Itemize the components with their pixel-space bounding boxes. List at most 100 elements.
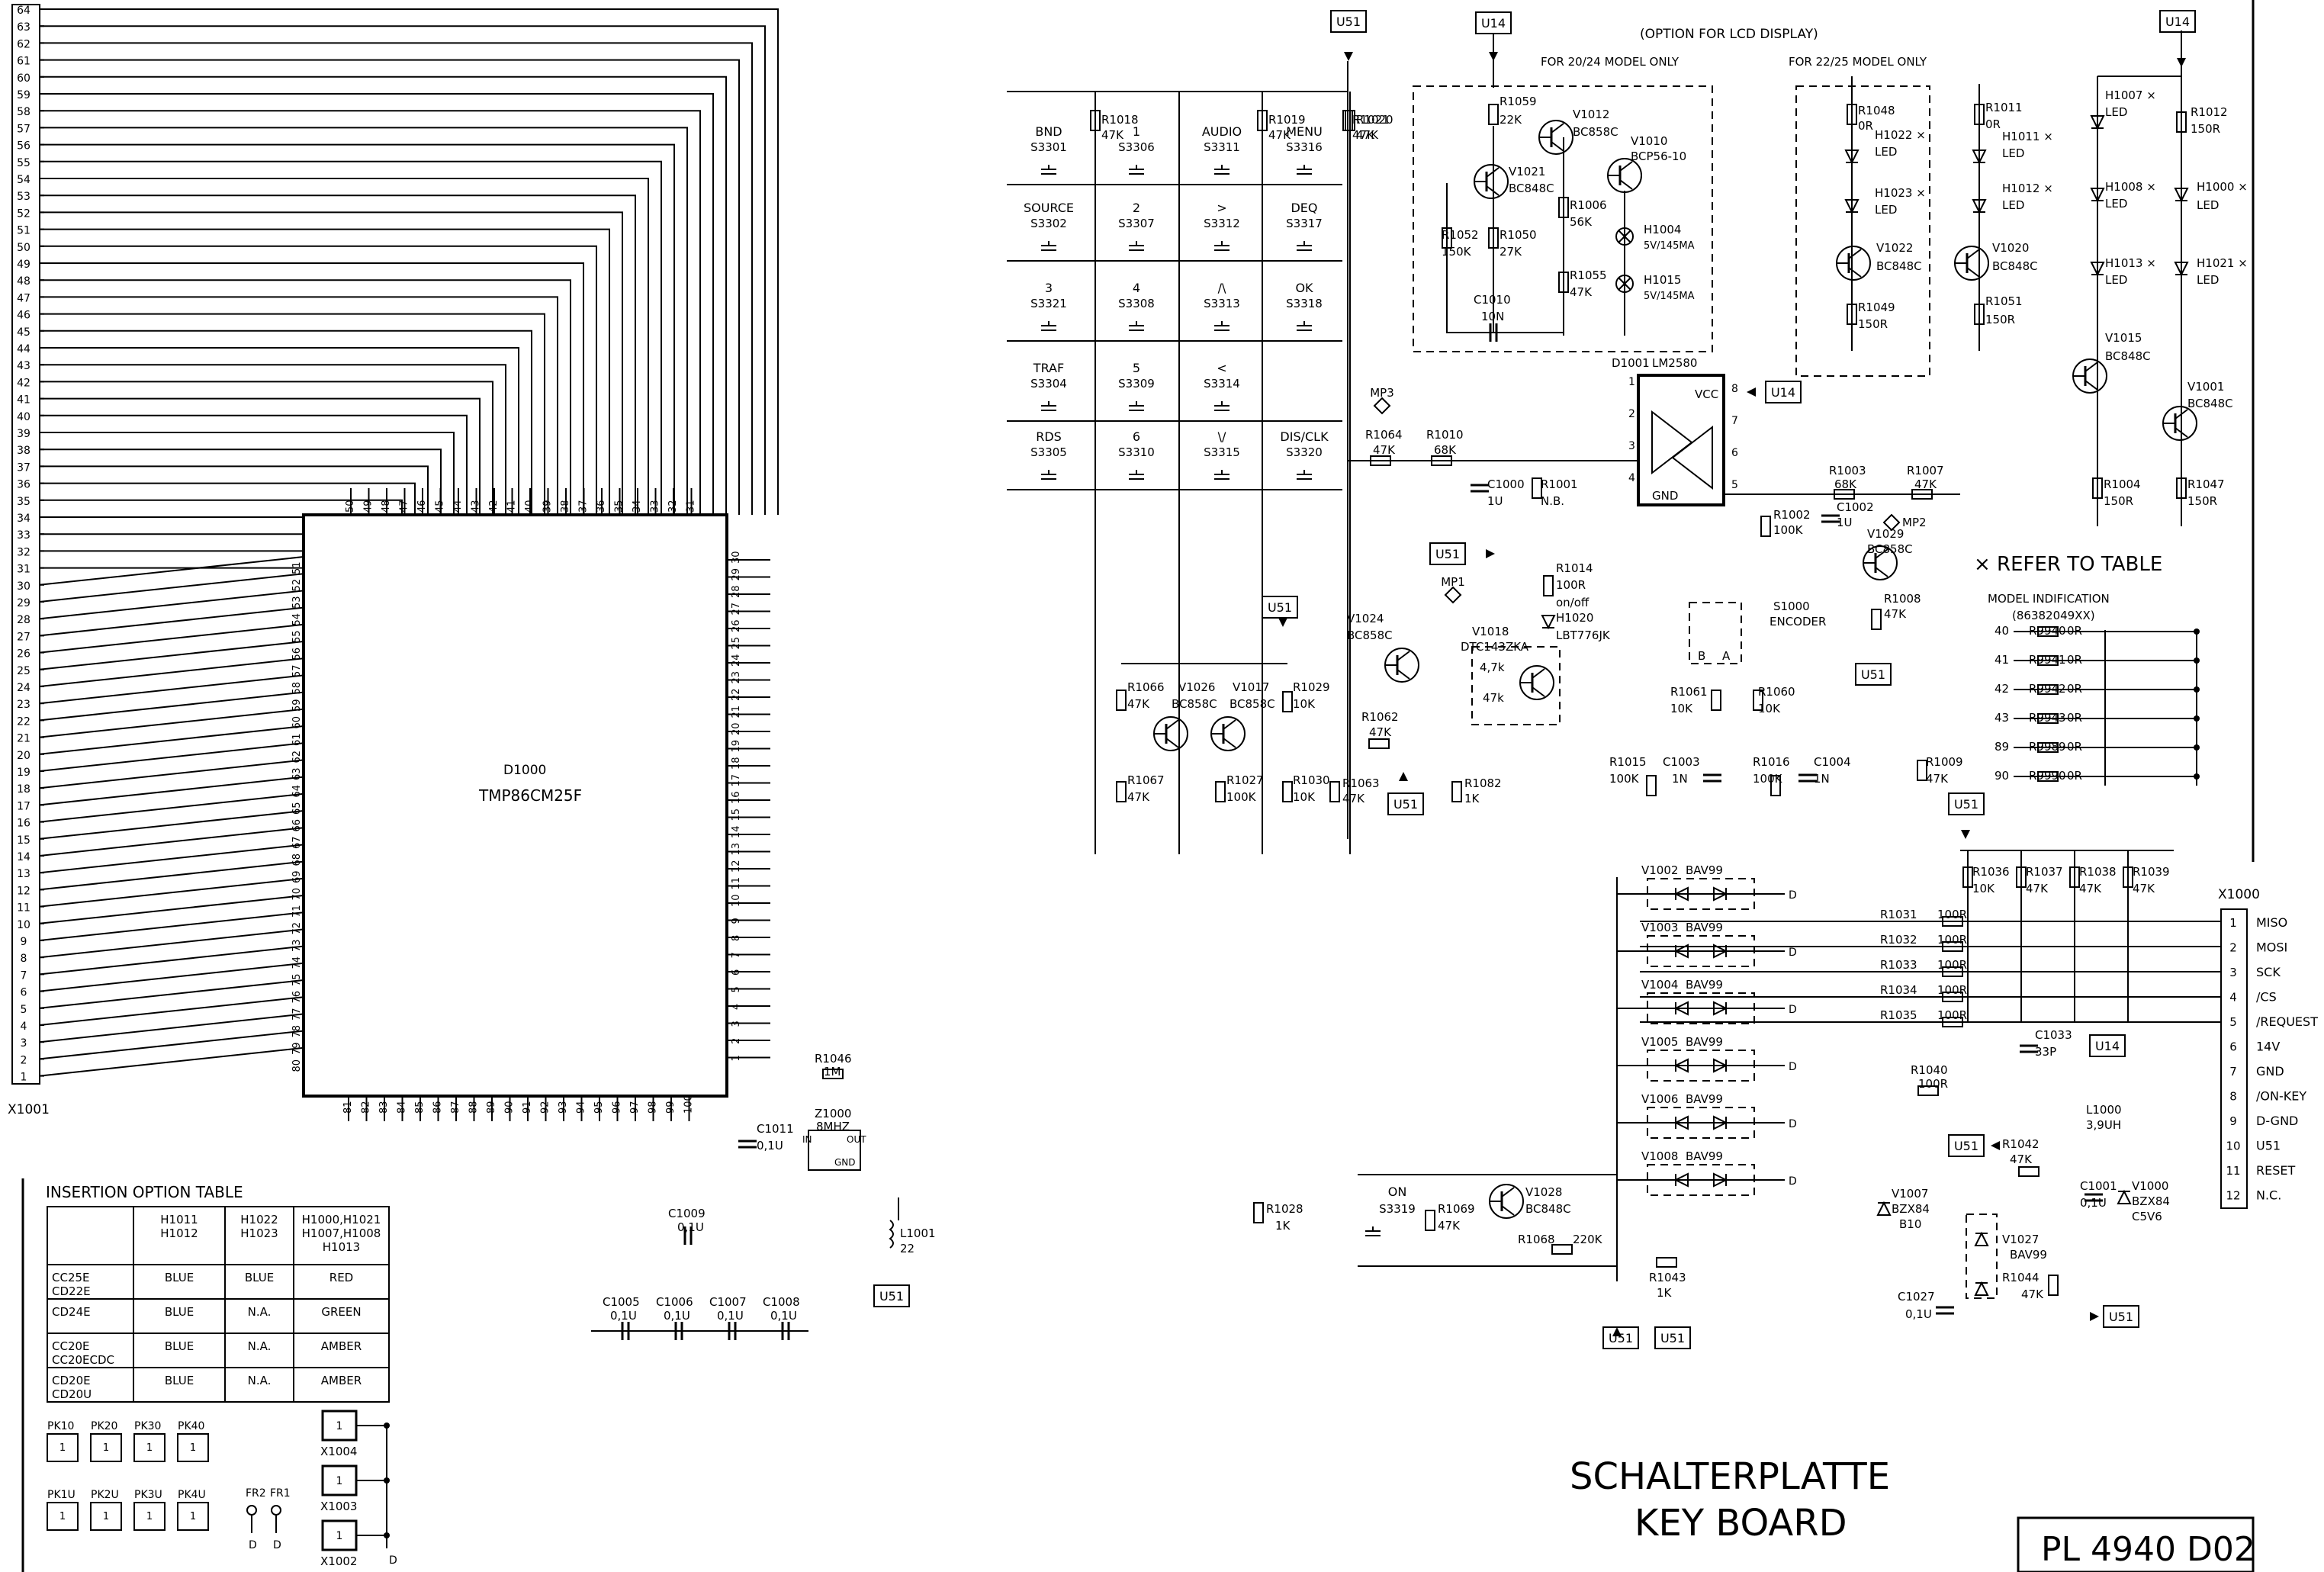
u14-flag-3 xyxy=(1765,381,1802,403)
mcu-right-pin-number: 17 xyxy=(731,774,742,787)
pk-pad-label: PK10 xyxy=(47,1420,74,1432)
x1001-bus-wire xyxy=(40,211,623,515)
key-name: TRAF xyxy=(1033,361,1064,375)
diode-gnd-label: D xyxy=(1789,889,1797,902)
r1067-ref: R1067 xyxy=(1127,773,1165,787)
support-capacitor-ref: C1007 xyxy=(709,1295,747,1309)
mcu-right-pin-number: 23 xyxy=(731,671,742,684)
x1001-pin-43: 43 xyxy=(17,360,31,372)
s1000-ref: S1000 xyxy=(1773,600,1810,613)
v1015-ref: V1015 xyxy=(2105,331,2142,345)
model-row-number: 89 xyxy=(1995,740,2009,754)
diode-ref: V1006 xyxy=(1641,1092,1678,1106)
r1008-ref: R1008 xyxy=(1884,592,1921,606)
h1022-value: LED xyxy=(1875,145,1897,159)
x1001-segment-wire xyxy=(39,573,304,603)
h1007-value: LED xyxy=(2105,105,2127,119)
r1010-ref: R1010 xyxy=(1426,428,1464,442)
insertion-table-title: INSERTION OPTION TABLE xyxy=(46,1183,243,1201)
key-name: OK xyxy=(1295,281,1313,295)
r1004-ref: R1004 xyxy=(2104,477,2141,491)
x1001-pin-19: 19 xyxy=(17,767,31,779)
series-ref: R1034 xyxy=(1880,983,1917,997)
r1014-ref: R1014 xyxy=(1556,561,1593,575)
mp3-diamond xyxy=(1373,397,1391,415)
v1001-part: BC848C xyxy=(2187,397,2233,410)
key-switch-ref: S3320 xyxy=(1286,445,1323,459)
x1001-pin-11: 11 xyxy=(17,902,31,915)
r1049-value: 150R xyxy=(1858,317,1888,331)
l1001-coil xyxy=(889,1220,894,1249)
v1027-ref: V1027 xyxy=(2002,1233,2039,1246)
r1043-value: 1K xyxy=(1657,1286,1673,1300)
bottom-connector-ref: X1002 xyxy=(320,1554,357,1568)
mcu-right-pin-number: 24 xyxy=(731,654,742,667)
s1000-value: ENCODER xyxy=(1770,615,1826,628)
r1052-ref: R1052 xyxy=(1442,228,1479,242)
diode-ref: V1008 xyxy=(1641,1149,1678,1163)
x1001-bus-wire xyxy=(40,127,688,515)
diode-part: BAV99 xyxy=(1686,863,1723,877)
x1001-pin-18: 18 xyxy=(17,783,31,796)
insertion-table-cell: N.A. xyxy=(248,1374,272,1387)
r1062-resistor xyxy=(1368,738,1390,749)
mcu-left-pin-number: 53 xyxy=(291,596,303,609)
v1010-part: BCP56-10 xyxy=(1631,149,1686,163)
mcu-left-pin-number: 60 xyxy=(291,716,303,729)
r1030-value: 10K xyxy=(1293,790,1316,804)
x1001-bus-wire xyxy=(40,279,571,515)
arrow-up xyxy=(1399,772,1408,781)
x1001-pin-62: 62 xyxy=(17,38,31,50)
on-key-switch-ref: S3319 xyxy=(1379,1202,1416,1216)
h1011-value: LED xyxy=(2002,146,2024,160)
r1001-ref: R1001 xyxy=(1541,477,1578,491)
u51-flag-top xyxy=(1330,10,1367,33)
r1043-resistor xyxy=(1656,1257,1677,1268)
h1007-ref: H1007 × xyxy=(2105,88,2156,102)
series-ref: R1032 xyxy=(1880,933,1917,947)
mcu-left-pin-number: 66 xyxy=(291,819,303,832)
mcu-left-pin-number: 74 xyxy=(291,956,303,969)
v1020-ref: V1020 xyxy=(1992,241,2029,255)
h1015-ref: H1015 xyxy=(1644,273,1681,287)
x1001-bus-wire xyxy=(40,313,545,515)
key-name: /\ xyxy=(1218,281,1226,295)
key-pullup-value: 47K xyxy=(1268,128,1291,142)
x1001-bus-wire xyxy=(40,143,675,515)
key-pullup-ref: R1018 xyxy=(1101,113,1139,127)
x1001-pin-17: 17 xyxy=(17,800,31,812)
x1001-pin-38: 38 xyxy=(17,445,31,457)
r1047-ref: R1047 xyxy=(2187,477,2225,491)
pullup-ref: R1036 xyxy=(1972,865,2010,879)
series-value: 100R xyxy=(1937,958,1967,972)
u51-flag-bottom xyxy=(1602,1326,1639,1349)
h1000-value: LED xyxy=(2197,198,2219,212)
support-capacitor-value: 0,1U xyxy=(610,1309,637,1323)
h1021-value: LED xyxy=(2197,273,2219,287)
drawing-number-box xyxy=(2017,1516,2255,1572)
mcu-right-pin-number: 18 xyxy=(731,757,742,770)
x1001-bus-wire xyxy=(40,228,610,515)
r1062-ref: R1062 xyxy=(1361,710,1399,724)
u51-flag-top-label: U51 xyxy=(1336,14,1361,29)
insertion-table-cell: CD24E xyxy=(52,1305,91,1319)
r1001-resistor xyxy=(1532,477,1542,499)
mcu-left-pin-number: 80 xyxy=(291,1059,303,1072)
mp1-label: MP1 xyxy=(1441,575,1465,589)
x1001-segment-wire xyxy=(39,759,304,789)
x1000-ref: X1000 xyxy=(2218,887,2260,902)
refer-to-table-label: × REFER TO TABLE xyxy=(1974,553,2162,576)
v1027-part: BAV99 xyxy=(2010,1248,2047,1262)
mcu-right-pin-number: 28 xyxy=(731,585,742,598)
key-switch-ref: S3304 xyxy=(1030,377,1067,391)
r1028-resistor xyxy=(1253,1202,1264,1223)
r1059-resistor xyxy=(1488,104,1499,125)
x1001-bus-wire xyxy=(40,397,481,515)
r1006-ref: R1006 xyxy=(1570,198,1607,212)
diode-ref: V1004 xyxy=(1641,978,1678,992)
x1001-pin-34: 34 xyxy=(17,513,31,525)
key-name: SOURCE xyxy=(1024,201,1074,215)
mcu-left-pin-number: 77 xyxy=(291,1008,303,1021)
key-switch-ref: S3310 xyxy=(1118,445,1155,459)
r1030-ref: R1030 xyxy=(1293,773,1330,787)
